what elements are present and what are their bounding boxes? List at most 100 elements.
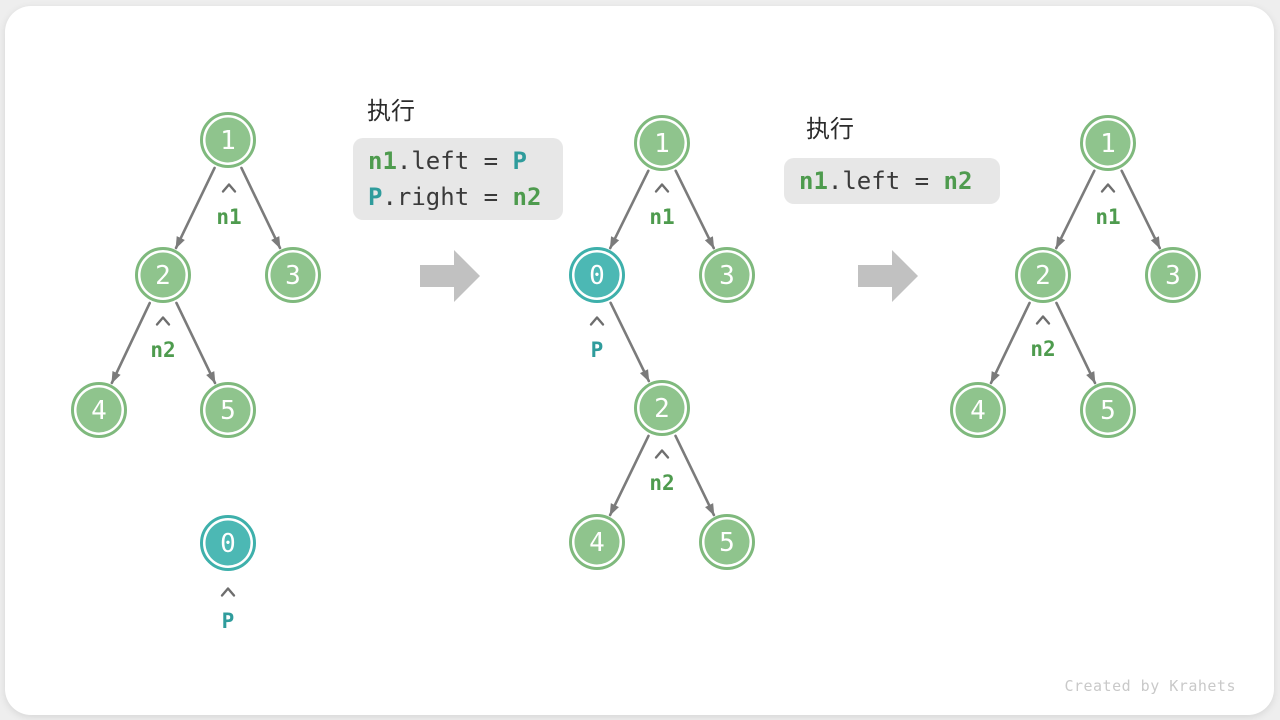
tree-node: 4 — [950, 382, 1006, 438]
node-outer-ring — [135, 247, 191, 303]
node-value: 2 — [1035, 261, 1051, 291]
tree-node: 5 — [699, 514, 755, 570]
node-circle — [1085, 387, 1131, 433]
tree-node: 3 — [265, 247, 321, 303]
node-circle — [140, 252, 186, 298]
arrow-right-icon — [420, 250, 480, 302]
node-value: 3 — [1165, 261, 1181, 291]
tree-edge — [609, 301, 651, 383]
node-circle — [205, 117, 251, 163]
node-value: 4 — [91, 396, 107, 426]
pointer-label: n2 — [649, 471, 674, 495]
node-outer-ring — [1145, 247, 1201, 303]
node-value: 0 — [589, 261, 605, 291]
tree-edge — [1120, 169, 1162, 250]
node-value: 4 — [589, 528, 605, 558]
node-value: 1 — [654, 129, 670, 159]
pointer-caret-icon — [654, 183, 670, 193]
arrow-right-icon — [858, 250, 918, 302]
tree-edge — [989, 301, 1031, 385]
node-outer-ring — [699, 514, 755, 570]
node-value: 1 — [1100, 129, 1116, 159]
node-value: 1 — [220, 126, 236, 156]
node-outer-ring — [71, 382, 127, 438]
tree-edge — [1055, 301, 1097, 385]
tree-node: 4 — [569, 514, 625, 570]
tree-node: 2 — [135, 247, 191, 303]
pointer-caret-icon — [1100, 183, 1116, 193]
node-circle — [76, 387, 122, 433]
node-outer-ring — [200, 112, 256, 168]
node-circle — [639, 120, 685, 166]
pointer-label: n2 — [1030, 337, 1055, 361]
node-circle — [205, 520, 251, 566]
tree-edge — [110, 301, 152, 385]
pointer-label: n2 — [150, 338, 175, 362]
tree-before-insert: 1 2 3 4 5 0 n1 n2P — [71, 112, 321, 633]
node-value: 0 — [220, 529, 236, 559]
pointer-label: P — [591, 338, 604, 362]
node-circle — [574, 252, 620, 298]
node-circle — [1085, 120, 1131, 166]
node-outer-ring — [265, 247, 321, 303]
node-circle — [1150, 252, 1196, 298]
node-circle — [270, 252, 316, 298]
tree-node: 1 — [634, 115, 690, 171]
node-circle — [955, 387, 1001, 433]
node-outer-ring — [699, 247, 755, 303]
pointer-label: P — [222, 609, 235, 633]
node-outer-ring — [950, 382, 1006, 438]
tree-node: 4 — [71, 382, 127, 438]
pointer-label: n1 — [1095, 205, 1120, 229]
tree-edge — [1054, 169, 1096, 250]
pointer-caret-icon — [1035, 315, 1051, 325]
tree-node: 3 — [1145, 247, 1201, 303]
tree-edge — [240, 166, 282, 250]
node-outer-ring — [634, 380, 690, 436]
pointer-caret-icon — [221, 183, 237, 193]
node-outer-ring — [1015, 247, 1071, 303]
tree-edge — [674, 434, 716, 517]
tree-node: 0 — [569, 247, 625, 303]
tree-node: 2 — [1015, 247, 1071, 303]
node-outer-ring — [634, 115, 690, 171]
node-circle — [639, 385, 685, 431]
tree-node: 5 — [200, 382, 256, 438]
tree-node: 2 — [634, 380, 690, 436]
node-circle — [704, 252, 750, 298]
node-outer-ring — [1080, 382, 1136, 438]
node-value: 4 — [970, 396, 986, 426]
tree-edge — [174, 166, 216, 250]
node-outer-ring — [1080, 115, 1136, 171]
pointer-label: n1 — [649, 205, 674, 229]
tree-edge — [608, 434, 650, 517]
node-value: 3 — [719, 261, 735, 291]
node-circle — [704, 519, 750, 565]
node-outer-ring — [569, 247, 625, 303]
tree-node: 0 — [200, 515, 256, 571]
node-outer-ring — [569, 514, 625, 570]
tree-node: 3 — [699, 247, 755, 303]
tree-node: 5 — [1080, 382, 1136, 438]
node-value: 2 — [654, 394, 670, 424]
node-value: 5 — [220, 396, 236, 426]
pointer-caret-icon — [589, 316, 605, 326]
tree-edge — [175, 301, 217, 385]
node-circle — [205, 387, 251, 433]
node-outer-ring — [200, 515, 256, 571]
node-circle — [1020, 252, 1066, 298]
tree-node: 1 — [200, 112, 256, 168]
node-circle — [574, 519, 620, 565]
tree-node: 1 — [1080, 115, 1136, 171]
tree-after-insert: 1 2 3 4 5 n1 n2 — [950, 115, 1201, 438]
node-value: 5 — [1100, 396, 1116, 426]
node-value: 3 — [285, 261, 301, 291]
node-outer-ring — [200, 382, 256, 438]
tree-edge — [674, 169, 716, 250]
pointer-caret-icon — [220, 587, 236, 597]
node-value: 5 — [719, 528, 735, 558]
pointer-label: n1 — [216, 205, 241, 229]
